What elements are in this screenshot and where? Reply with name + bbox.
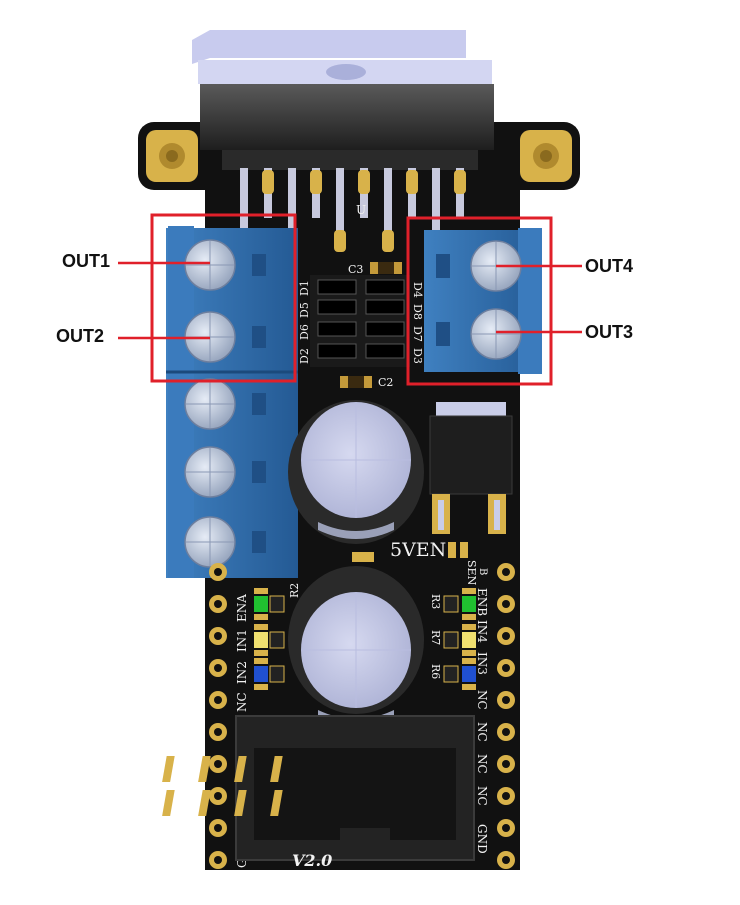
svg-text:NC: NC [475,754,489,774]
terminal-block-left [166,226,298,578]
svg-text:D7: D7 [411,326,424,342]
status-leds-left [254,588,268,690]
svg-text:R3: R3 [429,594,442,609]
diode-labels-right: D4 D8 D7 D3 [411,282,424,364]
diode-array [310,275,410,367]
label-c3: C3 [348,263,363,276]
callout-out1: OUT1 [62,251,111,271]
label-b: B [477,568,488,575]
header-pins-right [497,563,515,869]
svg-text:IN3: IN3 [475,652,489,675]
mounting-hole-left [146,130,198,182]
label-5ven: 5VEN [390,539,446,561]
label-r2: R2 [288,583,301,598]
voltage-regulator [429,402,513,534]
svg-text:ENB: ENB [475,588,489,616]
svg-text:NC: NC [235,692,249,712]
callout-out3: OUT3 [585,322,634,342]
svg-text:D5: D5 [298,302,311,318]
svg-text:ENA: ENA [235,594,249,622]
highlight-box-left [150,213,297,383]
svg-text:NC: NC [475,690,489,710]
svg-text:D1: D1 [298,280,311,296]
label-u: U [356,203,366,217]
svg-text:IN2: IN2 [235,661,249,684]
svg-text:D4: D4 [411,282,424,298]
resistors-right [443,595,459,683]
status-leds-right [462,588,476,690]
terminal-block-right [424,228,542,374]
electrolytic-capacitor-bottom [288,552,424,727]
diode-labels-left: D1 D5 D6 D2 [298,280,311,364]
capacitor-c3 [370,262,402,274]
svg-text:GND: GND [475,824,489,854]
callout-out4: OUT4 [585,256,634,276]
svg-text:NC: NC [475,722,489,742]
svg-text:D3: D3 [411,348,424,364]
svg-text:R7: R7 [429,630,442,645]
svg-text:R6: R6 [429,664,442,679]
capacitor-c2 [340,376,372,388]
pin-labels-right: ENB IN4 IN3 NC NC NC NC GND [475,588,489,854]
svg-text:D2: D2 [298,348,311,364]
svg-text:D8: D8 [411,304,424,320]
svg-text:IN1: IN1 [235,629,249,652]
electrolytic-capacitor-top [288,400,424,544]
label-sen: SEN [465,560,478,586]
label-version: V2.0 [292,851,332,870]
svg-text:NC: NC [475,786,489,806]
label-c2: C2 [378,376,393,389]
resistors-left [269,595,285,683]
callout-out2: OUT2 [56,326,105,346]
mounting-hole-right [520,130,572,182]
svg-text:D6: D6 [298,324,311,340]
driver-chip [192,30,494,252]
highlight-box-right [406,216,553,386]
svg-text:IN4: IN4 [475,620,489,643]
resistor-labels-right: R3 R7 R6 [429,594,442,679]
idc-connector [162,715,475,861]
